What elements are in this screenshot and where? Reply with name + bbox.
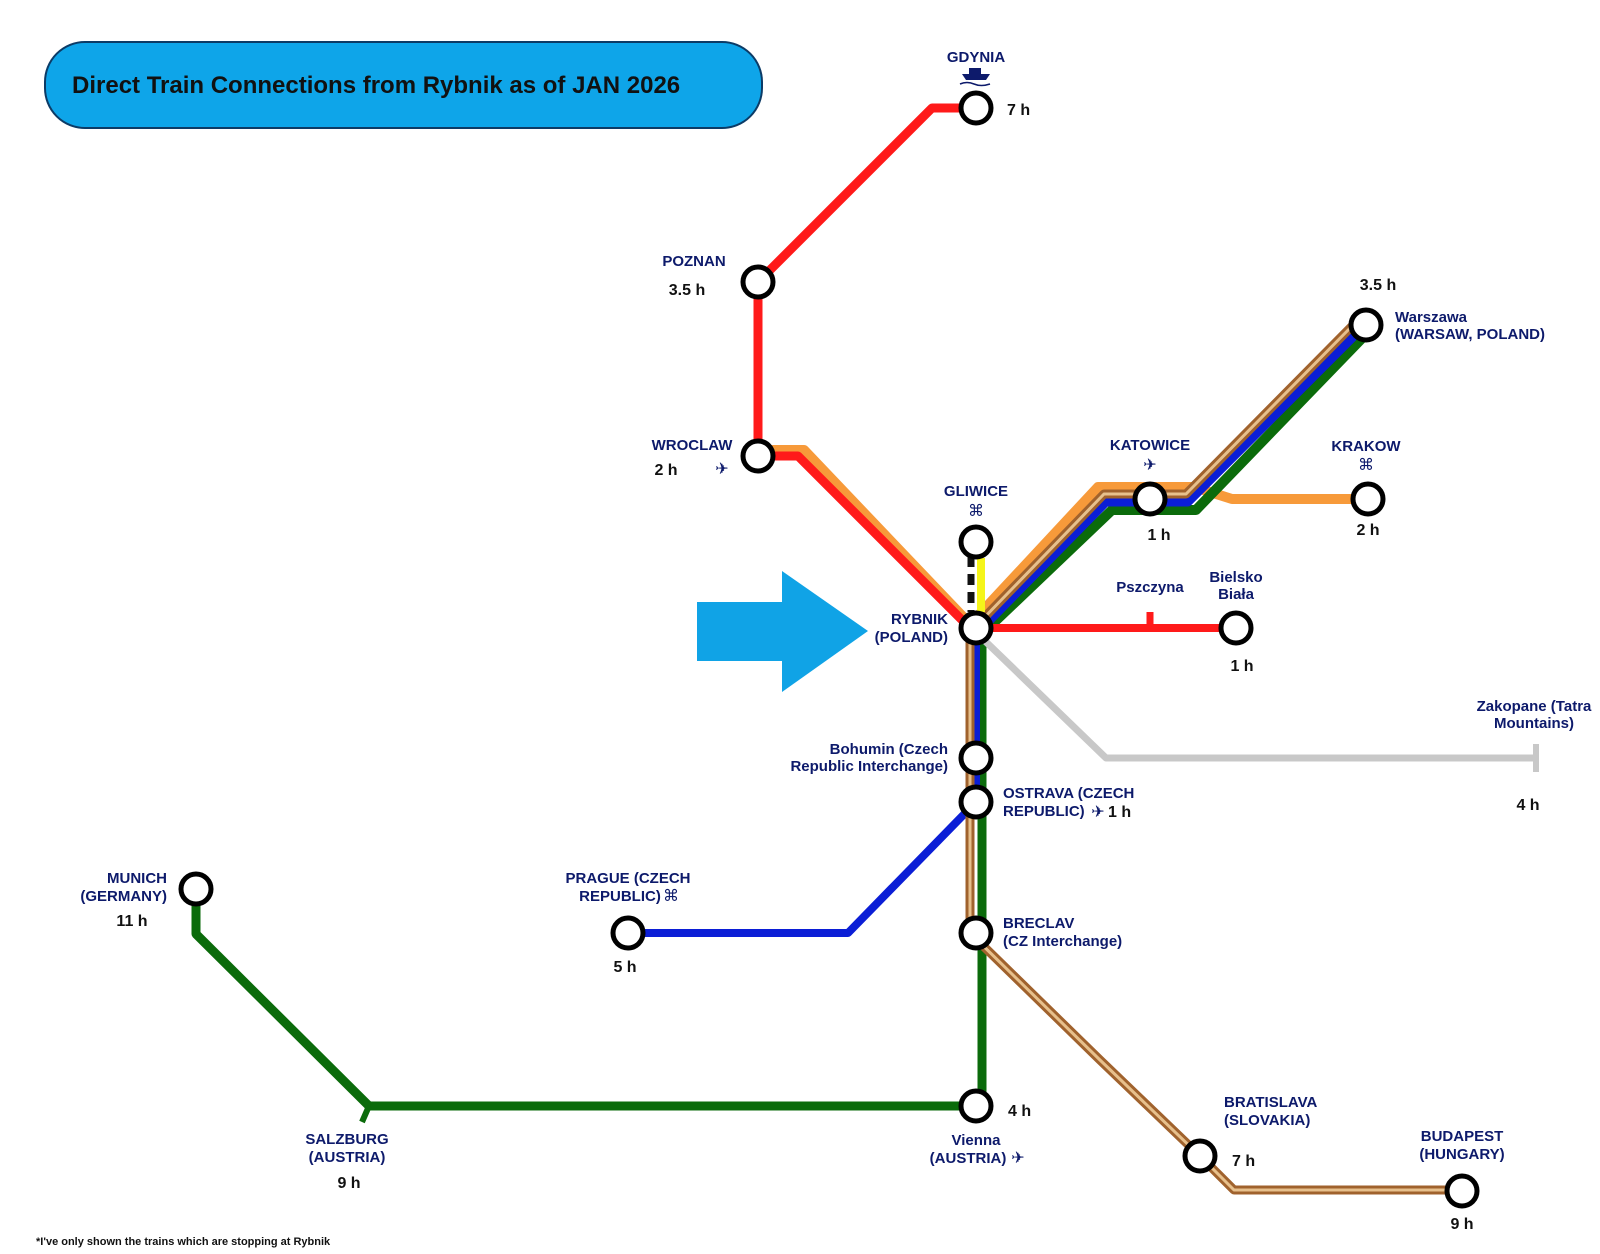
footnote: *I've only shown the trains which are st…	[36, 1236, 331, 1248]
title-banner-bg	[44, 41, 763, 129]
station-gdynia[interactable]	[958, 90, 994, 126]
place-of-interest-icon: ⌘	[663, 886, 679, 905]
station-vienna[interactable]	[958, 1088, 994, 1124]
place-of-interest-icon: ⌘	[968, 501, 984, 520]
station-bohumin[interactable]	[958, 740, 994, 776]
bratislava-label-1: BRATISLAVA	[1224, 1094, 1317, 1111]
ship-icon	[959, 68, 991, 87]
station-breclav[interactable]	[958, 915, 994, 951]
zakopane-label-1: Zakopane (Tatra	[1477, 698, 1592, 715]
airport-icon: ✈	[1011, 1148, 1024, 1167]
bohumin-label-1: Bohumin (Czech	[830, 741, 948, 758]
prague-label-1: PRAGUE (CZECH	[565, 870, 690, 887]
station-bratislava[interactable]	[1182, 1138, 1218, 1174]
station-ostrava[interactable]	[958, 784, 994, 820]
map-title: Direct Train Connections from Rybnik as …	[72, 72, 680, 99]
zakopane-time: 4 h	[1516, 797, 1539, 814]
katowice-label: KATOWICE	[1110, 437, 1190, 454]
wroclaw-label: WROCLAW	[652, 437, 734, 454]
budapest-label-2: (HUNGARY)	[1419, 1146, 1504, 1163]
krakow-label: KRAKOW	[1331, 438, 1401, 455]
vienna-label-2: (AUSTRIA)	[930, 1150, 1007, 1167]
bratislava-time: 7 h	[1232, 1153, 1255, 1170]
rybnik-label-1: RYBNIK	[891, 611, 948, 628]
rybnik-label-2: (POLAND)	[875, 629, 948, 646]
bielsko-time: 1 h	[1230, 658, 1253, 675]
bohumin-label-2: Republic Interchange)	[790, 758, 948, 775]
poznan-time: 3.5 h	[669, 282, 705, 299]
station-wroclaw[interactable]	[740, 438, 776, 474]
warszawa-label-2: (WARSAW, POLAND)	[1395, 326, 1545, 343]
station-budapest[interactable]	[1444, 1173, 1480, 1209]
station-munich[interactable]	[178, 871, 214, 907]
airport-icon: ✈	[1091, 802, 1104, 821]
line-red-north	[753, 103, 976, 632]
krakow-time: 2 h	[1356, 522, 1379, 539]
airport-icon: ✈	[1143, 455, 1156, 474]
title-banner: Direct Train Connections from Rybnik as …	[44, 41, 763, 129]
place-of-interest-icon: ⌘	[1358, 455, 1374, 474]
station-prague[interactable]	[610, 915, 646, 951]
ostrava-label-1: OSTRAVA (CZECH	[1003, 785, 1134, 802]
gdynia-time: 7 h	[1007, 102, 1030, 119]
salzburg-time: 9 h	[337, 1175, 360, 1192]
munich-label-1: MUNICH	[107, 870, 167, 887]
gliwice-label: GLIWICE	[944, 483, 1008, 500]
wroclaw-time: 2 h	[654, 462, 677, 479]
vienna-label-1: Vienna	[952, 1132, 1002, 1149]
ostrava-time: 1 h	[1108, 804, 1131, 821]
line-green-salzburg-tick	[359, 1104, 372, 1124]
airport-icon: ✈	[715, 459, 728, 478]
poznan-label: POZNAN	[662, 253, 725, 270]
breclav-label-2: (CZ Interchange)	[1003, 933, 1122, 950]
pszczyna-label: Pszczyna	[1116, 579, 1184, 596]
warszawa-label-1: Warszawa	[1395, 309, 1468, 326]
line-orange-wroclaw-rybnik	[760, 445, 970, 624]
bratislava-label-2: (SLOVAKIA)	[1224, 1112, 1310, 1129]
budapest-time: 9 h	[1450, 1216, 1473, 1233]
station-gliwice[interactable]	[958, 524, 994, 560]
salzburg-label-2: (AUSTRIA)	[309, 1149, 386, 1166]
line-green-vienna-munich	[191, 894, 982, 1111]
station-katowice[interactable]	[1132, 481, 1168, 517]
bielsko-label-1: Bielsko	[1209, 569, 1262, 586]
warszawa-time: 3.5 h	[1360, 277, 1396, 294]
station-bielsko[interactable]	[1218, 610, 1254, 646]
line-blue-rybnik-prague	[628, 640, 980, 937]
breclav-label-1: BRECLAV	[1003, 915, 1074, 932]
gdynia-label: GDYNIA	[947, 49, 1006, 66]
rybnik-arrow	[697, 571, 868, 692]
vienna-time: 4 h	[1008, 1103, 1031, 1120]
bielsko-label-2: Biała	[1218, 586, 1255, 603]
munich-time: 11 h	[116, 913, 147, 930]
station-krakow[interactable]	[1350, 481, 1386, 517]
zakopane-label-2: Mountains)	[1494, 715, 1574, 732]
station-rybnik[interactable]	[958, 610, 994, 646]
prague-time: 5 h	[613, 959, 636, 976]
katowice-time: 1 h	[1147, 527, 1170, 544]
salzburg-label-1: SALZBURG	[305, 1131, 388, 1148]
ostrava-label-2: REPUBLIC)	[1003, 803, 1085, 820]
station-warszawa[interactable]	[1348, 307, 1384, 343]
munich-label-2: (GERMANY)	[80, 888, 167, 905]
station-poznan[interactable]	[740, 264, 776, 300]
budapest-label-1: BUDAPEST	[1421, 1128, 1504, 1145]
prague-label-2: REPUBLIC)	[579, 888, 661, 905]
line-gray-rybnik-zakopane	[981, 637, 1536, 762]
line-brown-south-inner	[968, 640, 1458, 1192]
